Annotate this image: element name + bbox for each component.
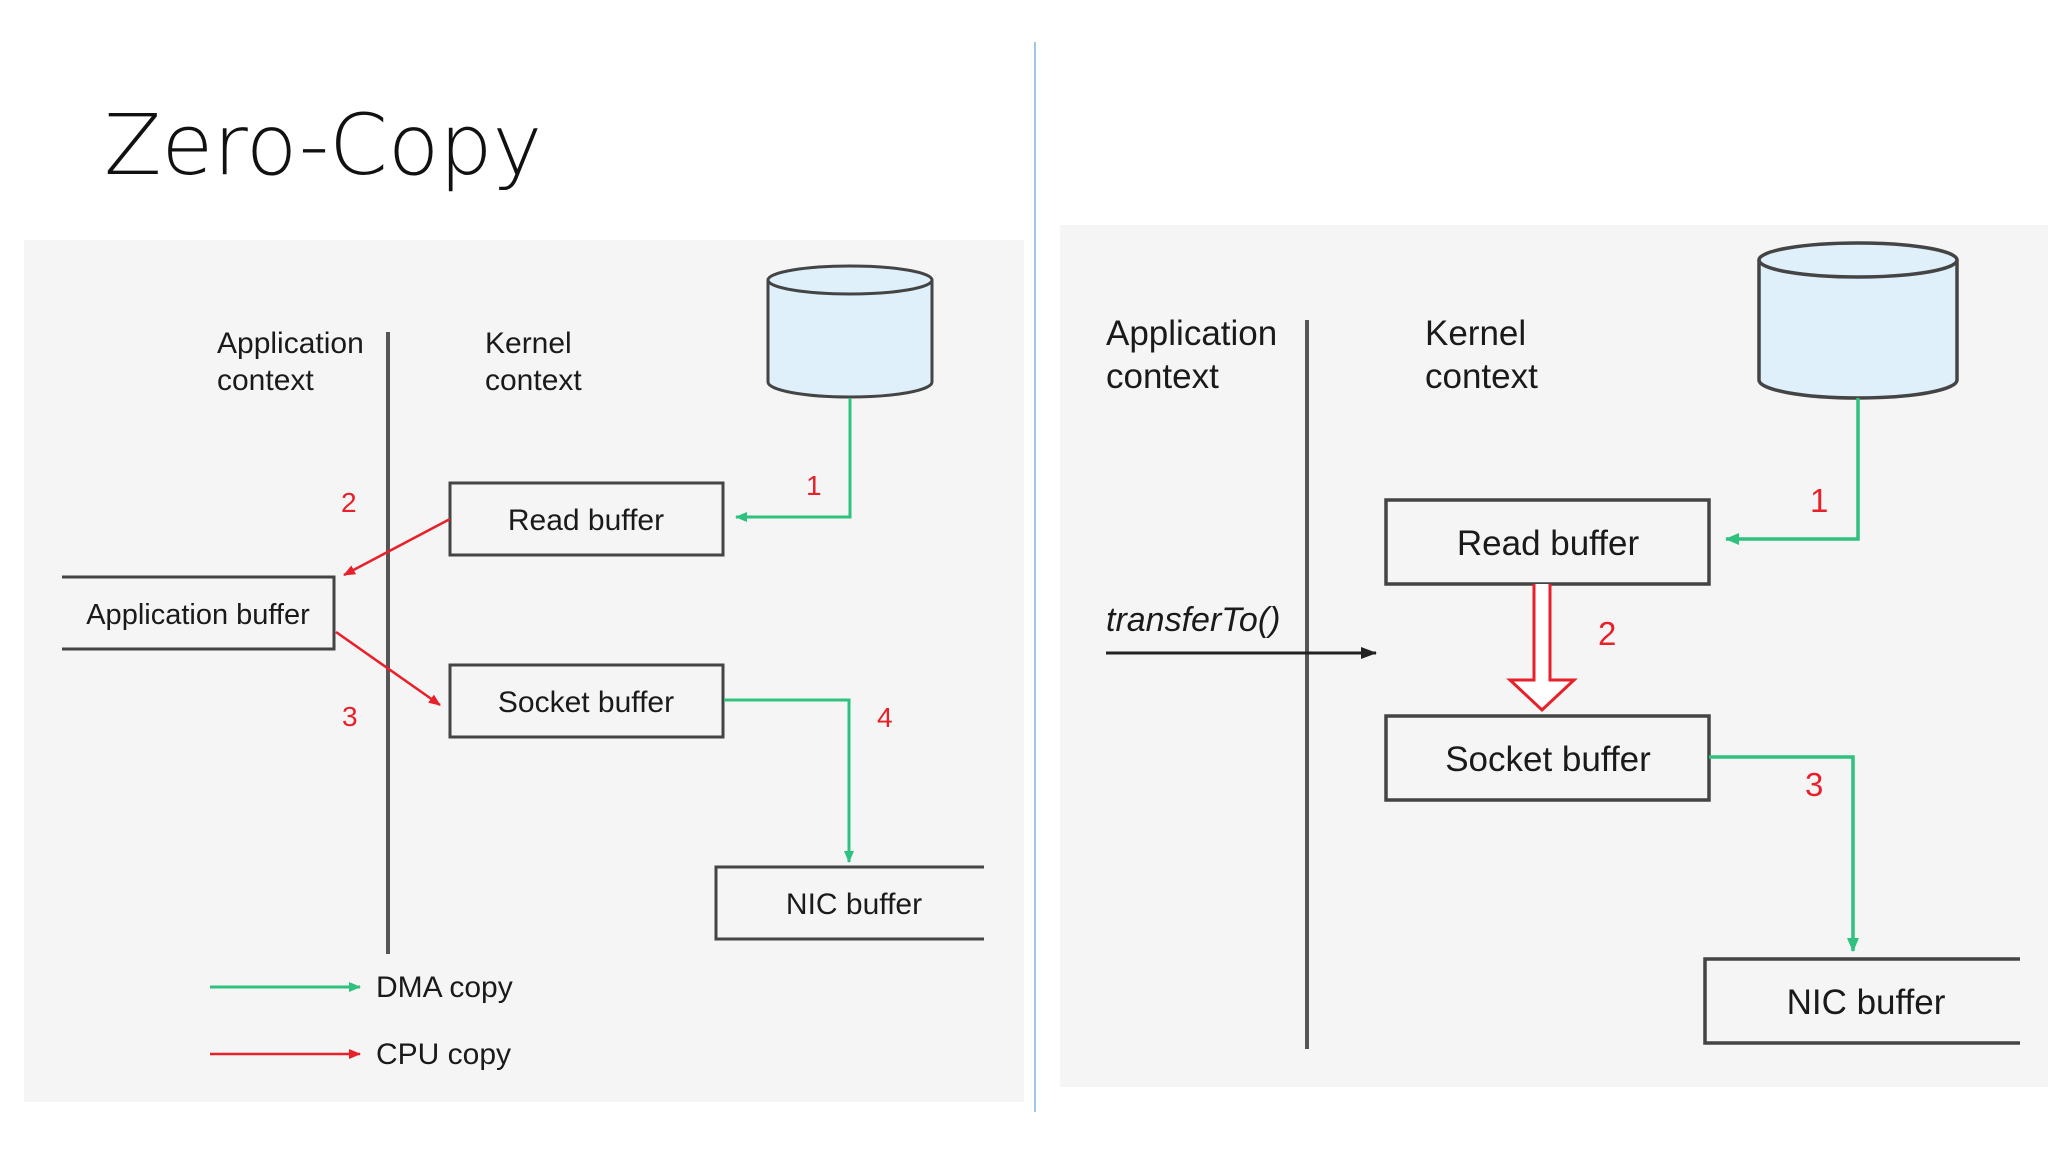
socket-buffer-box (448, 663, 725, 739)
nic-buffer-label: NIC buffer (1787, 983, 1946, 1022)
application-context-label: Application (1106, 314, 1277, 353)
step-label-1: 1 (806, 470, 822, 501)
step-label-1: 1 (1810, 482, 1828, 519)
traditional-copy-svg: Application context Kernel context 1 Rea… (62, 264, 984, 1071)
slide-divider (1034, 42, 1036, 1112)
legend-cpu-label: CPU copy (376, 1038, 511, 1071)
application-context-label-2: context (1106, 357, 1219, 396)
read-buffer-label: Read buffer (1457, 524, 1640, 563)
step-label-4: 4 (877, 702, 893, 733)
dma-arrow-disk-to-read (735, 398, 852, 522)
nic-buffer-box (714, 865, 984, 941)
zero-copy-svg: Application context Kernel context 1 tra… (1106, 241, 2020, 1049)
kernel-context-label: Kernel (485, 327, 572, 360)
kernel-context-label-2: context (1425, 357, 1538, 396)
read-buffer-label: Read buffer (508, 504, 664, 537)
step-label-2: 2 (341, 487, 357, 518)
application-context-label-2: context (217, 364, 314, 397)
socket-buffer-box (1384, 714, 1711, 802)
cpu-arrow-app-to-socket (335, 630, 441, 707)
transfer-to-call-label: transferTo() (1106, 601, 1280, 639)
zero-copy-diagram: Application context Kernel context 1 tra… (1060, 225, 2048, 1087)
disk-icon (1757, 241, 1959, 400)
step-label-3: 3 (342, 701, 358, 732)
cpu-arrow-read-to-app (343, 517, 451, 577)
dma-arrow-socket-to-nic (1709, 755, 1859, 952)
kernel-context-label-2: context (485, 364, 582, 397)
kernel-context-label: Kernel (1425, 314, 1526, 353)
transfer-arrow-read-to-socket (1506, 584, 1578, 713)
application-buffer-box (62, 575, 336, 651)
socket-buffer-label: Socket buffer (498, 686, 674, 719)
step-label-3: 3 (1805, 766, 1823, 803)
dma-arrow-socket-to-nic (724, 698, 854, 863)
page-title: Zero-Copy (104, 96, 543, 194)
nic-buffer-label: NIC buffer (786, 888, 922, 921)
traditional-copy-diagram: Application context Kernel context 1 Rea… (24, 240, 1024, 1102)
application-buffer-label: Application buffer (86, 599, 310, 631)
read-buffer-box (448, 481, 725, 557)
dma-arrow-disk-to-read (1725, 398, 1860, 545)
nic-buffer-box (1703, 957, 2020, 1045)
application-context-label: Application (217, 327, 364, 360)
socket-buffer-label: Socket buffer (1445, 740, 1651, 779)
legend-dma-label: DMA copy (376, 971, 513, 1004)
disk-icon (766, 264, 934, 399)
step-label-2: 2 (1598, 615, 1616, 652)
